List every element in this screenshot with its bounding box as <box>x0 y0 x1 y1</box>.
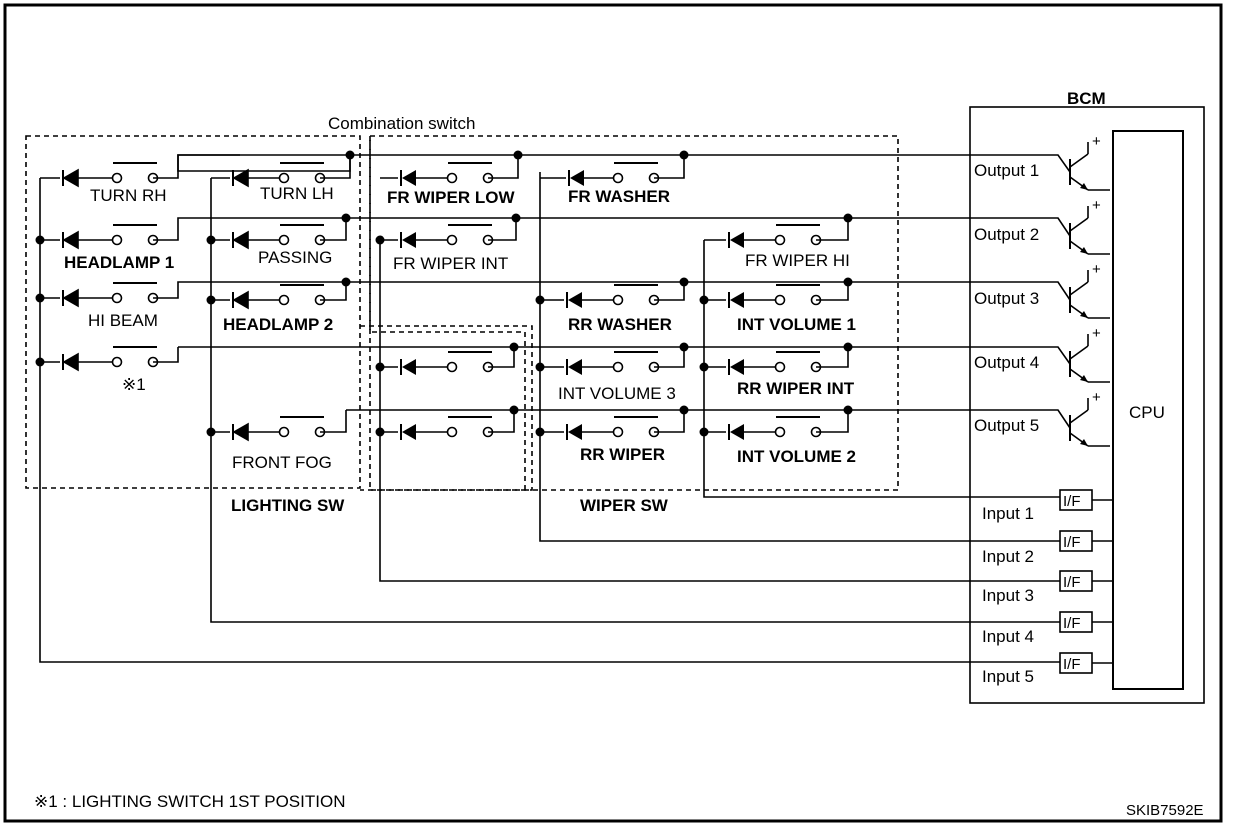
label-front-fog: FRONT FOG <box>232 453 332 472</box>
label-headlamp-2: HEADLAMP 2 <box>223 315 333 334</box>
frame <box>3 3 1223 823</box>
label-passing: PASSING <box>258 248 332 267</box>
interface-boxes <box>1059 489 1113 674</box>
label-position-1: ※1 <box>122 375 146 394</box>
label-hi-beam: HI BEAM <box>88 311 158 330</box>
figure-code: SKIB7592E <box>1126 802 1204 819</box>
junction-dots <box>35 150 853 437</box>
label-fr-washer: FR WASHER <box>568 187 670 206</box>
bcm-label: BCM <box>1067 89 1106 108</box>
diagram-title: Combination switch <box>328 114 475 133</box>
wiper-switches <box>380 155 849 441</box>
label-int-volume-3: INT VOLUME 3 <box>558 384 676 403</box>
label-rr-wiper: RR WIPER <box>580 445 665 464</box>
if-label-3: I/F <box>1063 574 1081 591</box>
label-int-volume-2: INT VOLUME 2 <box>737 447 856 466</box>
output-5-label: Output 5 <box>974 416 1039 435</box>
label-fr-wiper-hi: FR WIPER HI <box>745 251 850 270</box>
label-wiper-sw: WIPER SW <box>580 496 669 515</box>
input-2-label: Input 2 <box>982 547 1034 566</box>
label-int-volume-1: INT VOLUME 1 <box>737 315 856 334</box>
label-rr-wiper-int: RR WIPER INT <box>737 379 855 398</box>
label-fr-wiper-low: FR WIPER LOW <box>387 188 515 207</box>
input-wires <box>39 172 1060 663</box>
label-headlamp-1: HEADLAMP 1 <box>64 253 174 272</box>
label-rr-washer: RR WASHER <box>568 315 672 334</box>
if-label-1: I/F <box>1063 493 1081 510</box>
label-turn-lh: TURN LH <box>260 184 334 203</box>
group-outlines <box>25 135 899 491</box>
label-lighting-sw: LIGHTING SW <box>231 496 345 515</box>
if-label-2: I/F <box>1063 534 1081 551</box>
lighting-switches <box>40 154 351 441</box>
input-4-label: Input 4 <box>982 627 1034 646</box>
if-label-4: I/F <box>1063 615 1081 632</box>
output-3-label: Output 3 <box>974 289 1039 308</box>
bcm-module <box>969 106 1205 704</box>
output-4-label: Output 4 <box>974 353 1039 372</box>
cpu-label: CPU <box>1129 403 1165 422</box>
input-3-label: Input 3 <box>982 586 1034 605</box>
label-fr-wiper-int: FR WIPER INT <box>393 254 508 273</box>
if-label-5: I/F <box>1063 656 1081 673</box>
output-2-label: Output 2 <box>974 225 1039 244</box>
label-turn-rh: TURN RH <box>90 186 167 205</box>
input-1-label: Input 1 <box>982 504 1034 523</box>
output-1-label: Output 1 <box>974 161 1039 180</box>
footnote: ※1 : LIGHTING SWITCH 1ST POSITION <box>34 792 345 811</box>
input-5-label: Input 5 <box>982 667 1034 686</box>
